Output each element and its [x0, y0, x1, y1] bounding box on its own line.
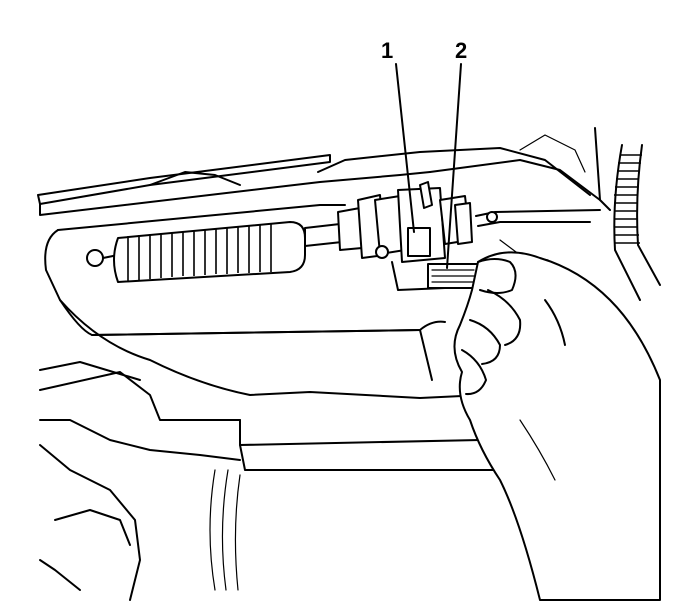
cable-boot — [86, 221, 306, 283]
callout-2-label: 2 — [455, 38, 467, 63]
main-housing — [44, 204, 501, 471]
switch-assembly — [357, 181, 446, 291]
callout-2: 2 — [446, 38, 467, 269]
push-rod — [304, 207, 363, 251]
upper-rail — [37, 127, 611, 216]
callout-1: 1 — [381, 38, 415, 233]
electrical-connector — [427, 195, 601, 289]
technician-hand — [453, 251, 661, 601]
callout-1-label: 1 — [381, 38, 393, 63]
lower-left-structure — [39, 361, 241, 601]
corrugated-hose — [613, 144, 661, 301]
